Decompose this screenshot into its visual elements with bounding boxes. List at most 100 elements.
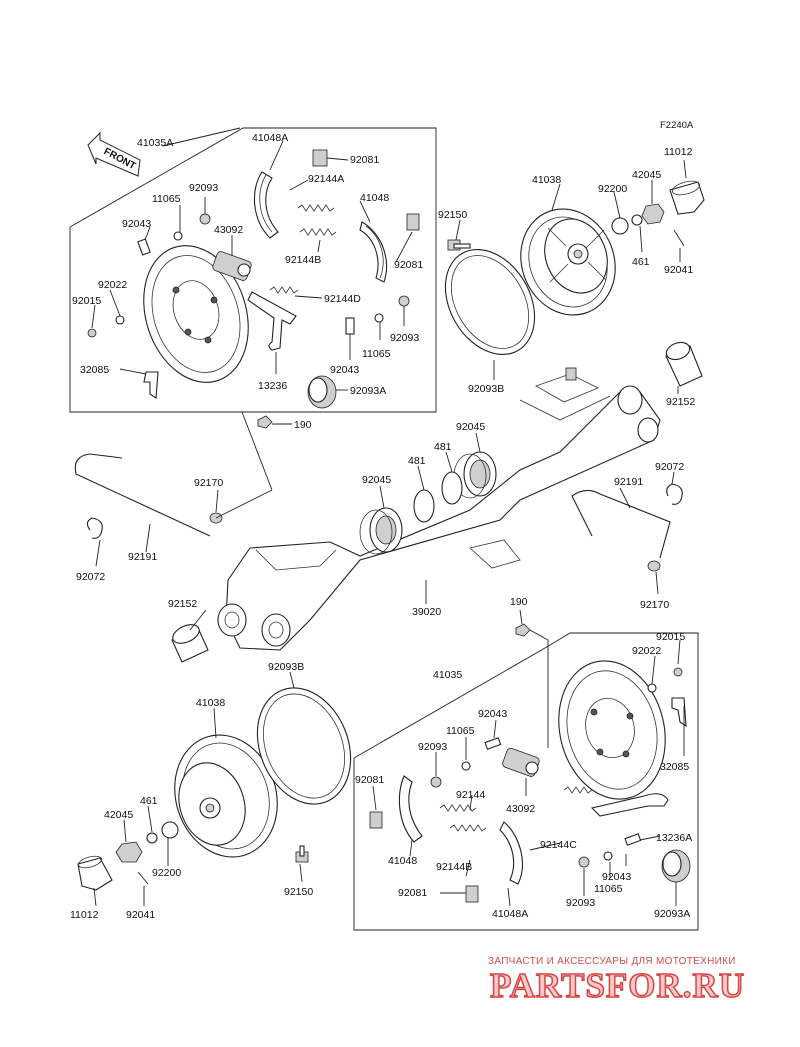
cap-11012-top-icon — [669, 180, 705, 215]
bearing-92045-lower-icon — [359, 507, 403, 555]
pin-92043-top2-icon — [345, 317, 355, 335]
part-label-11012-top: 11012 — [664, 146, 693, 158]
seal-92093B-bottom-icon — [256, 687, 352, 805]
part-label-11065-bottom1: 11065 — [446, 725, 475, 737]
clamp-92170-right-icon — [647, 560, 661, 572]
bolt-92150-bottom-icon — [295, 845, 309, 863]
part-label-41048-bottom: 41048 — [388, 855, 417, 867]
cap-11012-bottom-icon — [77, 855, 113, 891]
part-label-92022-top: 92022 — [98, 279, 127, 291]
washer-11065-top1-icon — [173, 231, 183, 241]
part-label-92093B-top: 92093B — [468, 383, 504, 395]
part-label-11065-top2: 11065 — [362, 348, 391, 360]
part-label-92072-top: 92072 — [655, 461, 684, 473]
part-label-92081-top2: 92081 — [394, 259, 423, 271]
part-label-13236: 13236 — [258, 380, 287, 392]
part-label-92093B-bottom: 92093B — [268, 661, 304, 673]
part-label-481-top2: 481 — [408, 455, 426, 467]
nut-461-top-icon — [631, 214, 643, 226]
part-label-461-top: 461 — [632, 256, 650, 268]
nut-92093-top1-icon — [199, 213, 211, 225]
part-label-92150-bottom: 92150 — [284, 886, 313, 898]
washer-11065-bottom1-icon — [461, 761, 471, 771]
snap-ring-481-upper1-icon — [441, 471, 463, 505]
axle-housing-39020-icon — [217, 367, 661, 651]
part-label-92093A-top: 92093A — [350, 385, 386, 397]
nut-92093-top2-icon — [398, 295, 410, 307]
brake-shoe-41048A-top-icon — [253, 171, 279, 239]
part-label-92043-top2: 92043 — [330, 364, 359, 376]
pin-92043-bottom2-icon — [624, 833, 642, 846]
part-label-92041-top: 92041 — [664, 264, 693, 276]
washer-11065-top2-icon — [374, 313, 384, 323]
part-label-92015-top: 92015 — [72, 295, 101, 307]
clip-92081-top1-icon — [312, 149, 328, 167]
bolt-190-top-icon — [257, 415, 273, 429]
part-label-42045-top: 42045 — [632, 169, 661, 181]
watermark-tagline: ЗАПЧАСТИ И АКСЕССУАРЫ ДЛЯ МОТОТЕХНИКИ — [488, 956, 736, 967]
part-label-92045-top2: 92045 — [362, 474, 391, 486]
part-label-11065-top1: 11065 — [152, 193, 181, 205]
part-label-92200-bottom: 92200 — [152, 867, 181, 879]
part-label-92144D-top: 92144D — [324, 293, 361, 305]
part-label-92043-top1: 92043 — [122, 218, 151, 230]
brake-cam-lever-13236A-icon — [590, 793, 669, 817]
wheel-cylinder-43092-top-icon — [212, 251, 252, 281]
pin-92043-top1-icon — [137, 238, 151, 256]
washer-92200-top-icon — [611, 217, 629, 235]
brake-drum-41038-top-icon — [520, 208, 616, 316]
front-arrow-icon: FRONT — [87, 131, 141, 177]
nut-92093-bottom2-icon — [578, 856, 590, 868]
brake-drum-41038-bottom-icon — [174, 734, 278, 858]
part-label-41035: 41035 — [433, 669, 462, 681]
brake-shoe-41048A-bottom-icon — [499, 821, 523, 885]
part-label-92045-top1: 92045 — [456, 421, 485, 433]
cotter-pin-92041-top-icon — [673, 229, 685, 247]
hose-92191-right-icon — [571, 489, 671, 559]
part-label-32085-bottom: 32085 — [660, 761, 689, 773]
part-label-92081-bottom1: 92081 — [355, 774, 384, 786]
clip-92072-right-icon — [666, 483, 683, 505]
part-label-13236A: 13236A — [656, 832, 692, 844]
part-label-11065-bottom2: 11065 — [594, 883, 623, 895]
assembly-box-bottom — [353, 632, 699, 931]
watermark-brand: PARTSFOR.RU — [489, 965, 746, 1006]
assembly-box-top — [69, 127, 437, 413]
pin-92043-bottom1-icon — [484, 737, 502, 750]
seal-92093B-top-icon — [444, 248, 536, 356]
part-label-41038-top: 41038 — [532, 174, 561, 186]
bracket-32085-top-icon — [143, 371, 159, 399]
nut-92015-top-icon — [87, 328, 97, 338]
nut-42045-bottom-icon — [115, 841, 143, 863]
part-label-92081-top1: 92081 — [350, 154, 379, 166]
part-label-92152-top: 92152 — [666, 396, 695, 408]
part-label-190-bottom: 190 — [510, 596, 528, 608]
nut-92093-bottom1-icon — [430, 776, 442, 788]
seal-92093A-bottom-icon — [661, 849, 691, 883]
washer-11065-bottom2-icon — [603, 851, 613, 861]
part-label-92191-right: 92191 — [614, 476, 643, 488]
part-label-92170-right: 92170 — [640, 599, 669, 611]
figure-code: F2240A — [660, 120, 694, 131]
part-label-92041-bottom: 92041 — [126, 909, 155, 921]
clip-92072-left-icon — [86, 517, 103, 539]
brake-panel-bottom-icon — [558, 660, 666, 800]
part-label-92144: 92144 — [456, 789, 485, 801]
seal-92093A-top-icon — [307, 375, 337, 409]
part-label-92081-bottom2: 92081 — [398, 887, 427, 899]
clip-92081-bottom1-icon — [369, 811, 383, 829]
part-label-41048A-bottom: 41048A — [492, 908, 528, 920]
part-label-43092-top: 43092 — [214, 224, 243, 236]
part-label-92043-bottom1: 92043 — [478, 708, 507, 720]
bolt-190-bottom-icon — [515, 623, 531, 637]
snap-ring-481-upper2-icon — [413, 489, 435, 523]
clip-92081-top2-icon — [406, 213, 420, 231]
part-label-42045-bottom: 42045 — [104, 809, 133, 821]
part-label-92093A-bottom: 92093A — [654, 908, 690, 920]
washer-92022-top-icon — [115, 315, 125, 325]
part-label-92022-bottom: 92022 — [632, 645, 661, 657]
leader-lines — [91, 127, 687, 907]
bushing-92152-left-icon — [171, 624, 209, 663]
part-label-32085-top: 32085 — [80, 364, 109, 376]
